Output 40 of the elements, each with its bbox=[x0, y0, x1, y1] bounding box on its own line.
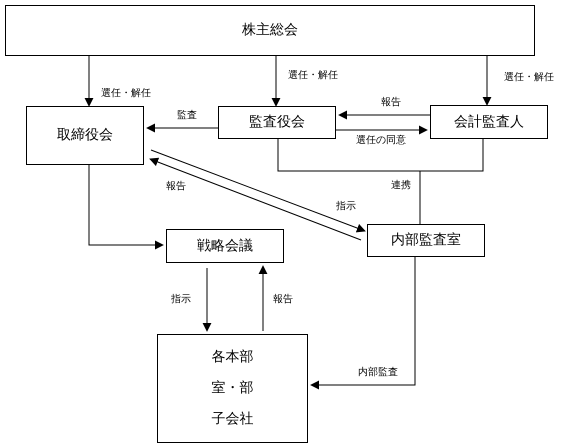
connector-arrow bbox=[150, 150, 366, 232]
box-label: 戦略会議 bbox=[197, 238, 253, 254]
org-box bbox=[166, 229, 284, 263]
org-box bbox=[367, 224, 485, 257]
edge-label: 選任の同意 bbox=[355, 135, 407, 147]
connector-arrow bbox=[258, 265, 268, 332]
connector-arrow bbox=[336, 126, 428, 134]
org-box bbox=[218, 106, 336, 139]
box-label: 子会社 bbox=[212, 410, 254, 428]
box-label: 株主総会 bbox=[242, 22, 298, 39]
box-label: 室・部 bbox=[212, 380, 254, 397]
box-label: 会計監査人 bbox=[454, 114, 524, 130]
edge-label: 内部監査 bbox=[357, 367, 399, 379]
box-label: 取締役会 bbox=[57, 127, 113, 144]
edge-label: 監査 bbox=[176, 110, 198, 122]
connector-arrow bbox=[149, 158, 362, 240]
connector-arrow bbox=[310, 256, 416, 390]
edge-label: 選任・解任 bbox=[503, 72, 555, 84]
box-label: 内部監査室 bbox=[391, 232, 461, 249]
edge-label: 報告 bbox=[165, 181, 187, 193]
edge-label: 指示 bbox=[335, 201, 357, 213]
org-box bbox=[5, 5, 535, 56]
edge-label: 選任・解任 bbox=[287, 70, 339, 82]
connector-arrow bbox=[146, 124, 218, 132]
org-box bbox=[430, 105, 548, 139]
connector-arrow bbox=[338, 110, 430, 120]
connector-arrow bbox=[482, 56, 492, 106]
connector-arrow bbox=[272, 56, 280, 107]
connector-arrow bbox=[88, 164, 164, 250]
edge-label: 連携 bbox=[390, 180, 412, 192]
connector-arrow bbox=[84, 56, 94, 107]
org-box bbox=[157, 334, 308, 443]
edge-label: 選任・解任 bbox=[100, 88, 152, 100]
edge-label: 報告 bbox=[272, 294, 294, 306]
box-label: 監査役会 bbox=[249, 114, 305, 131]
connector-arrow bbox=[202, 268, 212, 332]
box-label: 各本部 bbox=[212, 349, 254, 366]
edge-label: 報告 bbox=[380, 97, 402, 109]
org-box bbox=[26, 106, 144, 165]
edge-label: 指示 bbox=[170, 294, 192, 306]
